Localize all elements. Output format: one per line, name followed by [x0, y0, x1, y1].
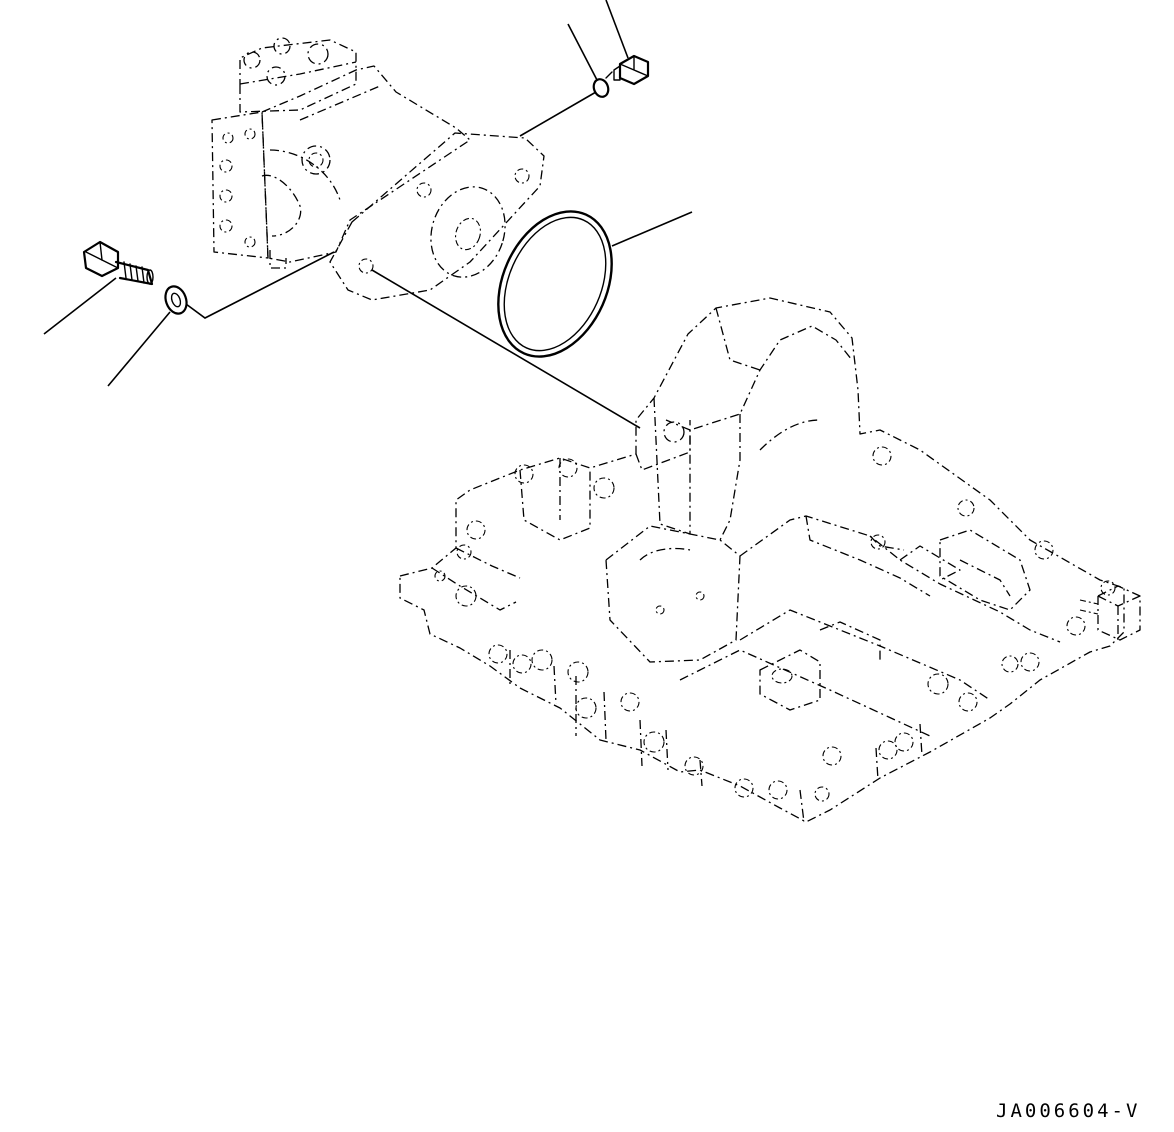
hydraulic-motor-icon	[211, 37, 545, 301]
drawing-number: JA006604-V	[996, 1100, 1141, 1122]
small-o-ring-icon	[592, 78, 610, 98]
transmission-case-icon	[399, 297, 1141, 823]
flange-bolt-icon	[82, 240, 154, 286]
plug-icon	[605, 54, 650, 86]
leader-lines	[43, 0, 693, 429]
o-ring-icon	[497, 210, 613, 358]
washer-icon	[164, 285, 188, 315]
